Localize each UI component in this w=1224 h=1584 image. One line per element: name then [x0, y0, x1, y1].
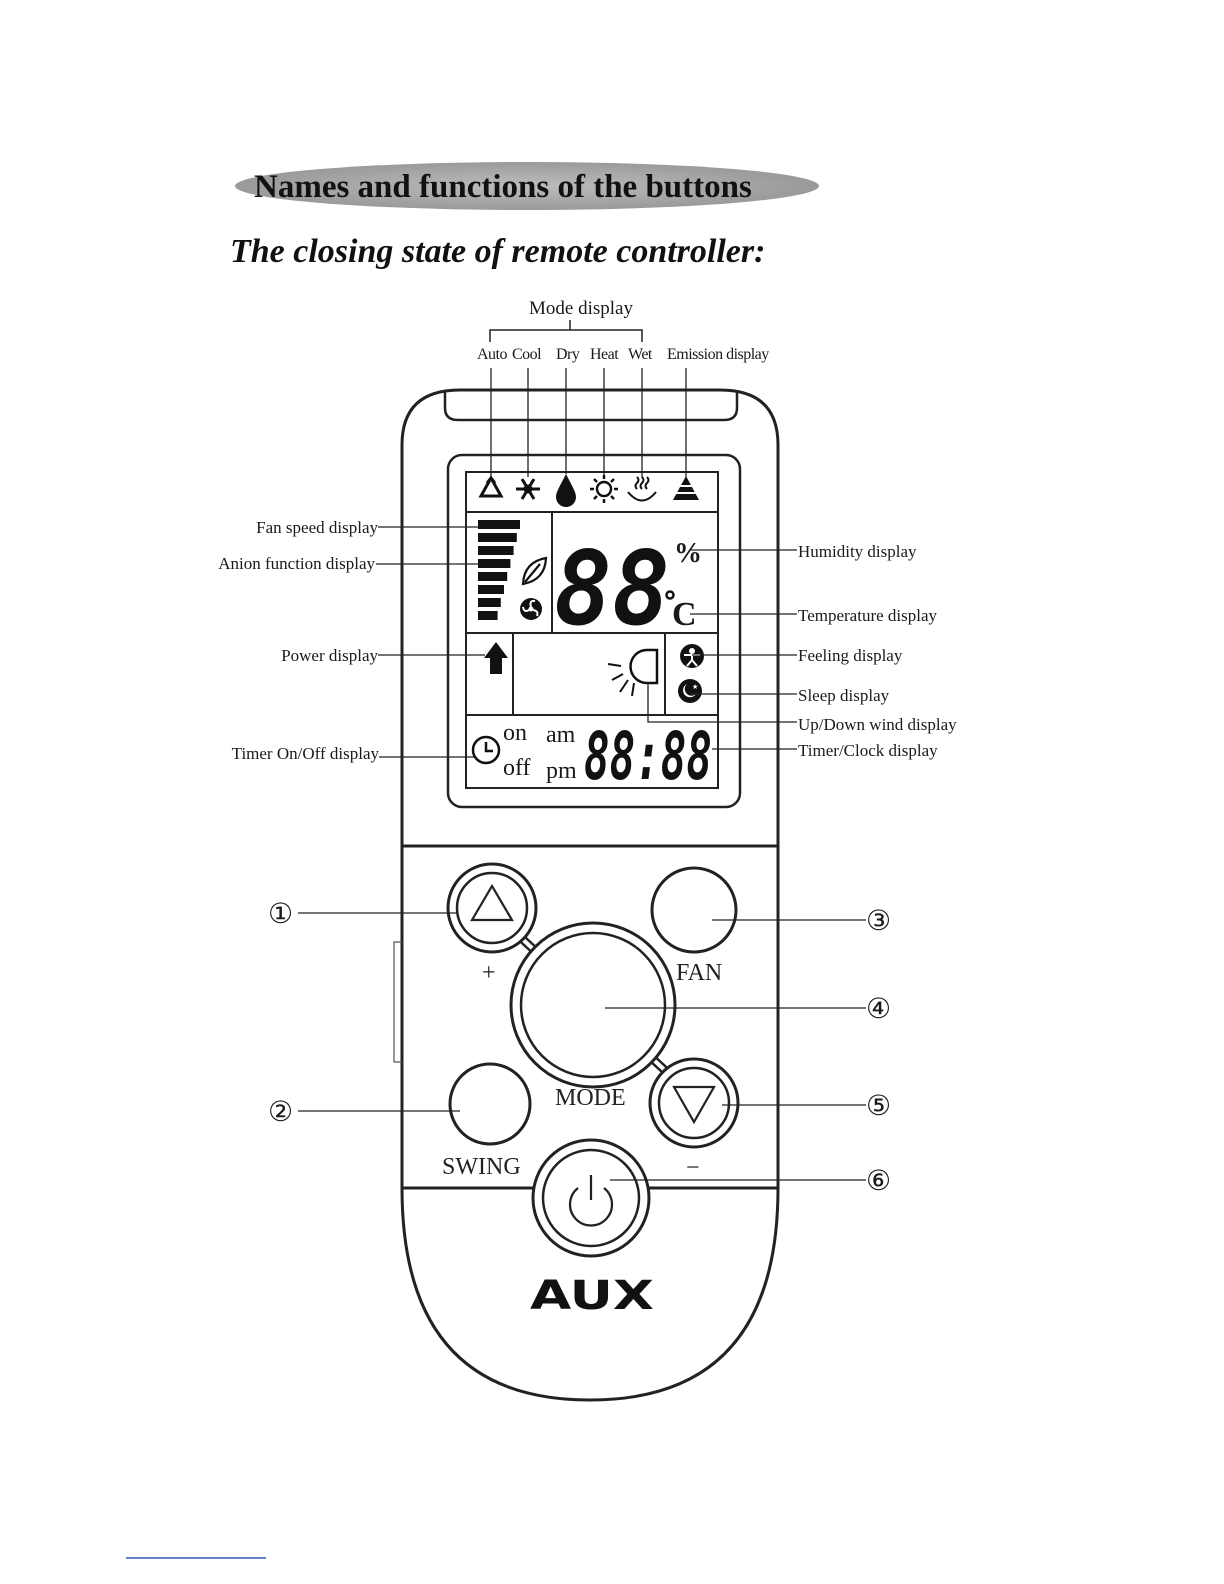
svg-text:★: ★: [692, 683, 698, 691]
timer-on-label: on: [503, 720, 527, 746]
emission-icon: [673, 476, 699, 500]
wet-mode-icon: [627, 476, 657, 502]
degree-mark: [665, 590, 675, 600]
ir-window: [443, 390, 739, 422]
callout-power: Power display: [281, 646, 378, 665]
fan-button[interactable]: [650, 866, 738, 954]
mode-group-bracket: [489, 320, 643, 342]
top-leader-lines: [490, 368, 687, 478]
number-leader-lines: [298, 912, 866, 1181]
fan-speed-bar: [478, 559, 511, 568]
callout-sleep: Sleep display: [798, 686, 890, 705]
feeling-person-icon: [680, 644, 704, 668]
label-dry: Dry: [556, 346, 580, 363]
callout-temperature: Temperature display: [798, 606, 938, 625]
swing-louver-icon: [607, 648, 659, 697]
callout-number-6: ⑥: [866, 1166, 891, 1197]
cool-mode-icon: [516, 478, 540, 500]
timer-off-label: off: [503, 755, 531, 781]
heat-mode-icon: [590, 475, 618, 503]
fan-speed-bar: [478, 585, 504, 594]
fan-speed-bar: [478, 611, 498, 620]
callout-timer-clock: Timer/Clock display: [798, 741, 938, 760]
timer-digits: 88:88: [584, 718, 712, 795]
clock-icon: [471, 735, 501, 765]
callout-number-3: ③: [866, 906, 891, 937]
fan-label: FAN: [676, 960, 722, 986]
auto-mode-icon: [478, 474, 504, 498]
page-subtitle: The closing state of remote controller:: [230, 233, 765, 270]
plus-label: +: [482, 960, 496, 986]
brand-logo: AUX: [530, 1273, 654, 1319]
label-wet: Wet: [628, 346, 653, 363]
mode-group-label: Mode display: [529, 298, 633, 319]
power-icon: [568, 1175, 614, 1227]
callout-number-5: ⑤: [866, 1091, 891, 1122]
callout-updown-wind: Up/Down wind display: [798, 715, 957, 734]
fan-speed-bar: [478, 520, 520, 529]
minus-label: −: [686, 1155, 700, 1181]
temp-down-button[interactable]: [648, 1057, 740, 1149]
callout-number-2: ②: [268, 1097, 293, 1128]
mode-label: MODE: [555, 1085, 626, 1111]
percent-sign: %: [674, 538, 702, 569]
temp-up-button[interactable]: [446, 862, 538, 954]
callout-number-4: ④: [866, 994, 891, 1025]
right-leader-lines: [647, 549, 797, 750]
left-leader-lines: [376, 526, 485, 758]
power-button[interactable]: [531, 1138, 651, 1258]
swing-button[interactable]: [448, 1062, 532, 1146]
anion-leaf-icon: [521, 556, 548, 586]
triangle-down-icon: [672, 1085, 716, 1125]
fan-speed-bar: [478, 533, 517, 542]
fan-speed-bar: [478, 572, 508, 581]
callout-humidity: Humidity display: [798, 542, 917, 561]
callout-feeling: Feeling display: [798, 646, 903, 665]
callout-timer-on-off: Timer On/Off display: [232, 744, 380, 763]
timer-am-label: am: [546, 722, 576, 748]
timer-pm-label: pm: [546, 758, 577, 784]
dry-mode-icon: [556, 474, 576, 507]
callout-number-1: ①: [268, 899, 293, 930]
fan-speed-bar: [478, 546, 514, 555]
fan-speed-bars: [478, 520, 520, 620]
label-auto: Auto: [477, 346, 508, 363]
title-banner: [235, 162, 819, 210]
callout-fan-speed: Fan speed display: [256, 518, 378, 537]
fan-icon: [520, 598, 542, 620]
callout-anion: Anion function display: [218, 554, 375, 573]
label-cool: Cool: [512, 346, 542, 363]
temperature-digits: 88: [554, 530, 670, 649]
triangle-up-icon: [470, 883, 514, 922]
swing-label: SWING: [442, 1154, 521, 1180]
power-arrow-icon: [484, 642, 508, 674]
mode-button[interactable]: [509, 921, 677, 1089]
sleep-moon-icon: ★: [678, 679, 702, 703]
page-title: Names and functions of the buttons: [254, 169, 752, 205]
label-heat: Heat: [590, 346, 619, 363]
side-strip: [393, 941, 402, 1063]
fan-speed-bar: [478, 598, 501, 607]
label-emission: Emission display: [667, 346, 769, 363]
